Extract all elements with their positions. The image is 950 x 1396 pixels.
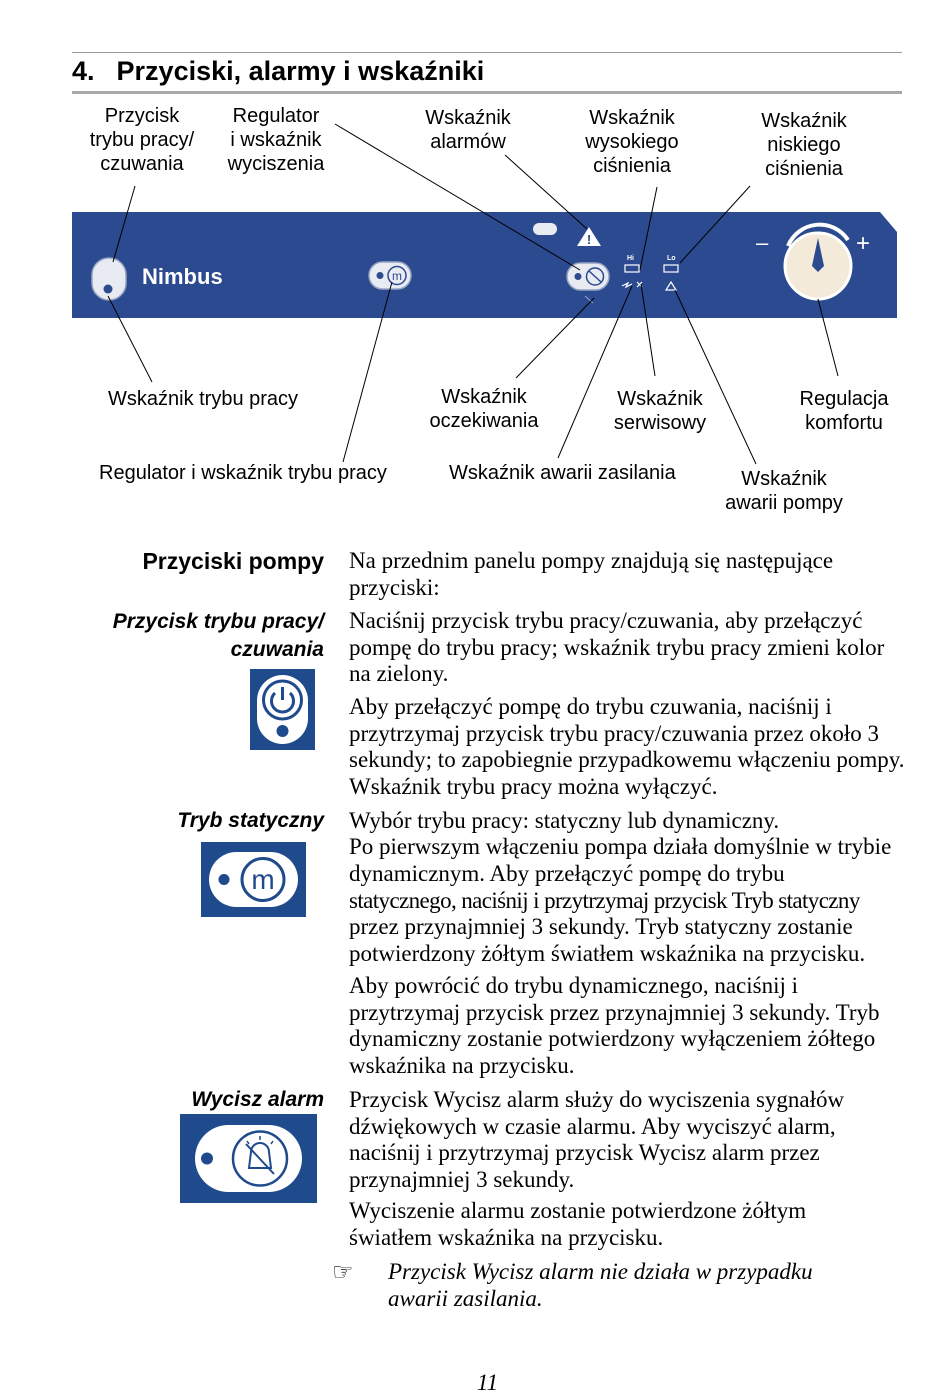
section-title: Przyciski, alarmy i wskaźniki — [116, 56, 485, 86]
static-paragraph-1c: statycznego, naciśnij i przytrzymaj przy… — [349, 888, 860, 913]
pump-front-panel — [72, 212, 897, 318]
dial-minus: – — [756, 230, 769, 255]
standby-slot — [533, 223, 557, 235]
top-rule — [72, 52, 902, 53]
static-paragraph-1a: Wybór trybu pracy: statyczny lub dynamic… — [349, 808, 780, 833]
section-number: 4. — [72, 56, 95, 86]
label-pump-failure: Wskaźnik awarii pompy — [725, 468, 843, 514]
silence-button — [566, 262, 610, 291]
power-failure-icon — [621, 281, 633, 289]
label-mode-button: Przycisk trybu pracy/ czuwania — [89, 105, 195, 175]
page-number: 11 — [476, 1370, 499, 1395]
power-button-icon — [250, 669, 315, 750]
mode-paragraph-1: Naciśnij przycisk trybu pracy/czuwania, … — [349, 608, 885, 686]
static-mode-button — [368, 261, 412, 290]
alarm-triangle-icon — [577, 227, 601, 246]
intro-text: Na przednim panelu pompy znajdują się na… — [349, 548, 834, 600]
label-comfort-regulation: Regulacja komfortu — [799, 388, 889, 434]
silence-paragraph-1: Przycisk Wycisz alarm służy do wyciszeni… — [349, 1087, 845, 1192]
mode-button-heading: Przycisk trybu pracy/ czuwania — [112, 610, 324, 661]
high-pressure-icon — [624, 264, 640, 273]
section-heading: 4. Przyciski, alarmy i wskaźniki — [72, 55, 484, 87]
label-standby-indicator: Wskaźnik oczekiwania — [429, 386, 539, 432]
mode-paragraph-2: Aby przełączyć pompę do trybu czuwania, … — [349, 694, 905, 799]
label-mode-indicator: Wskaźnik trybu pracy — [108, 388, 299, 410]
silence-alarm-heading: Wycisz alarm — [191, 1088, 324, 1111]
pointing-hand-icon: ☞ — [332, 1258, 354, 1286]
brand-logo: Nimbus — [142, 264, 223, 289]
static-mode-icon: m — [201, 842, 306, 917]
static-paragraph-2: Aby powrócić do trybu dynamicznego, naci… — [349, 973, 880, 1078]
static-paragraph-1b: Po pierwszym włączeniu pompa działa domy… — [349, 834, 892, 886]
label-silence-regulator: Regulator i wskaźnik wyciszenia — [227, 105, 325, 175]
label-mode-regulator: Regulator i wskaźnik trybu pracy — [99, 462, 387, 484]
dial-plus: + — [856, 230, 870, 257]
pump-buttons-heading: Przyciski pompy — [142, 548, 324, 574]
label-low-pressure: Wskaźnik niskiego ciśnienia — [761, 110, 847, 180]
note-text: Przycisk Wycisz alarm nie działa w przyp… — [388, 1259, 813, 1311]
label-high-pressure: Wskaźnik wysokiego ciśnienia — [585, 107, 679, 177]
label-alarm-indicator: Wskaźnik alarmów — [425, 107, 511, 153]
lo-label: Lo — [667, 255, 676, 262]
label-power-failure: Wskaźnik awarii zasilania — [449, 462, 676, 484]
static-paragraph-1d: przez przynajmniej 3 sekundy. Tryb staty… — [349, 914, 866, 966]
label-service-indicator: Wskaźnik serwisowy — [613, 388, 707, 434]
low-pressure-icon — [663, 264, 679, 273]
heading-rule — [72, 91, 902, 94]
static-mode-heading: Tryb statyczny — [177, 809, 324, 832]
dial-pointer — [812, 238, 824, 272]
hi-label: Hi — [627, 255, 634, 262]
svg-text:m: m — [251, 864, 274, 895]
power-button — [91, 257, 127, 301]
silence-alarm-icon — [180, 1114, 317, 1203]
svg-text:m: m — [392, 269, 402, 283]
svg-text:!: ! — [587, 232, 591, 247]
silence-paragraph-2: Wyciszenie alarmu zostanie potwierdzone … — [349, 1198, 807, 1250]
pump-failure-icon — [664, 280, 678, 291]
pump-panel-diagram: Nimbus m ! Hi Lo – + — [72, 123, 897, 465]
